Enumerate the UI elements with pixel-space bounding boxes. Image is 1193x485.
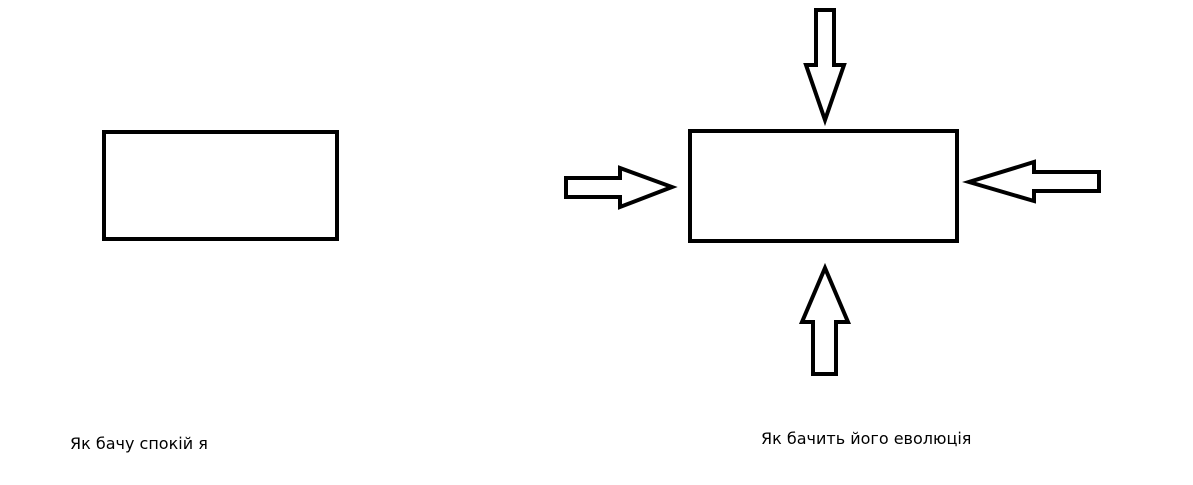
evolution-rectangle — [688, 129, 959, 243]
arrow-left-icon — [962, 159, 1101, 204]
caption-evolution: Як бачить його еволюція — [761, 429, 972, 448]
arrow-right-icon — [564, 165, 678, 210]
arrow-up-icon — [798, 262, 852, 376]
caption-rest: Як бачу спокій я — [70, 434, 208, 453]
arrow-down-icon — [803, 8, 847, 127]
rest-rectangle — [102, 130, 339, 241]
